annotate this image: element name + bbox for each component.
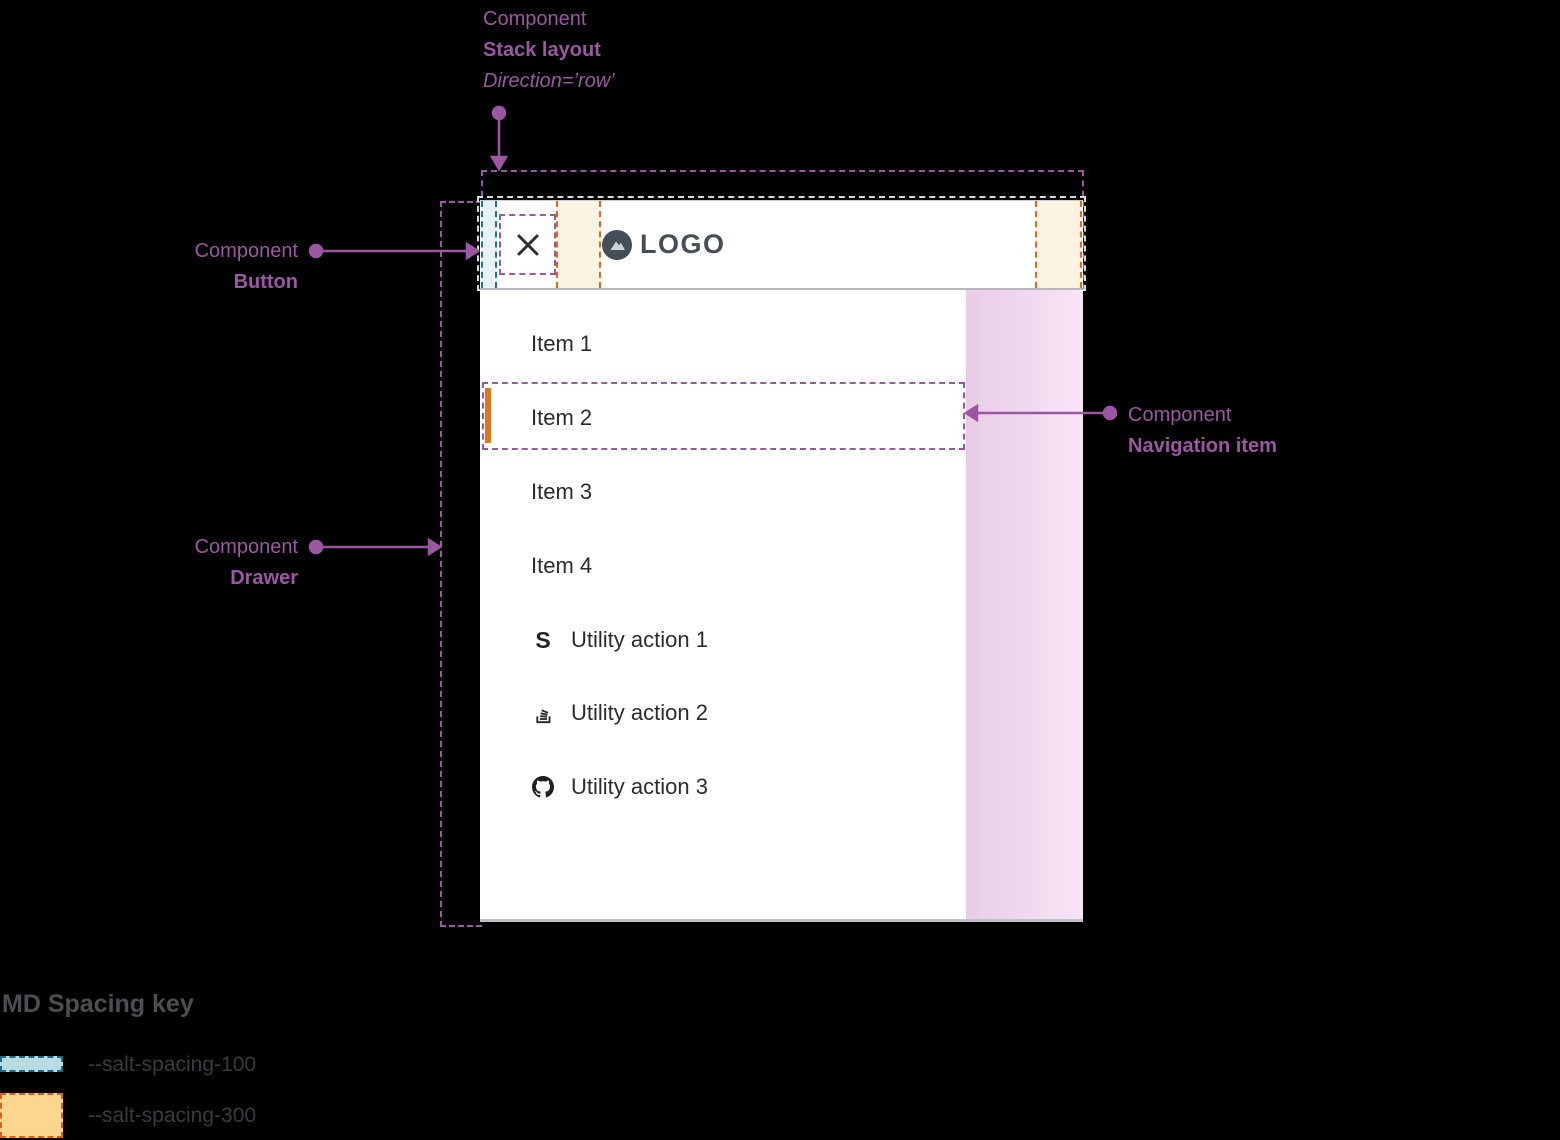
spacing-100-token: --salt-spacing-100: [88, 1053, 257, 1076]
nav-item-4[interactable]: Item 4: [531, 553, 593, 578]
spacing-300-strip-right: [1035, 201, 1082, 288]
spacing-300-token: --salt-spacing-300: [88, 1104, 257, 1127]
drawer-outline: [440, 201, 482, 927]
utility-action-2[interactable]: Utility action 2: [532, 699, 708, 727]
button-arrow-dot: [308, 243, 324, 259]
mountain-logo-icon: [602, 229, 632, 260]
spacing-100-strip: [481, 201, 497, 288]
annotation-drawer: Component Drawer: [194, 536, 298, 589]
close-icon: [517, 234, 538, 255]
logo-text: LOGO: [640, 229, 726, 259]
annotation-navigation-item: Component Navigation item: [1128, 404, 1277, 457]
logo: LOGO: [602, 201, 726, 288]
app-header: LOGO: [480, 200, 1083, 290]
nav-item-1[interactable]: Item 1: [531, 331, 593, 356]
nav-item-2[interactable]: Item 2: [531, 405, 593, 430]
stackoverflow-icon: [532, 702, 554, 724]
close-button[interactable]: [499, 214, 556, 275]
stack-arrowhead: [489, 155, 509, 172]
utility-action-1[interactable]: S Utility action 1: [532, 626, 708, 654]
drawer-arrow-dot: [308, 539, 324, 555]
spacing-300-swatch: [0, 1093, 63, 1138]
nav-item-3[interactable]: Item 3: [531, 479, 593, 504]
nav-arrow-dot: [1102, 405, 1118, 421]
annotation-stack-layout: Component Stack layout Direction=’row’: [483, 8, 615, 92]
drawer-bottom-border: [480, 919, 1083, 922]
salt-s-icon: S: [535, 627, 551, 653]
spacing-300-strip-left: [556, 201, 601, 288]
spacing-key-title: MD Spacing key: [2, 990, 194, 1018]
stack-arrow-dot: [491, 105, 507, 121]
utility-action-3[interactable]: Utility action 3: [532, 773, 708, 801]
active-item-indicator: [485, 388, 491, 443]
drawer-arrowhead: [427, 537, 443, 557]
page-backdrop: [966, 290, 1083, 919]
github-icon: [532, 776, 554, 798]
drawer-panel: [480, 290, 966, 919]
annotation-button: Component Button: [194, 240, 298, 293]
spacing-100-swatch: [0, 1056, 63, 1072]
